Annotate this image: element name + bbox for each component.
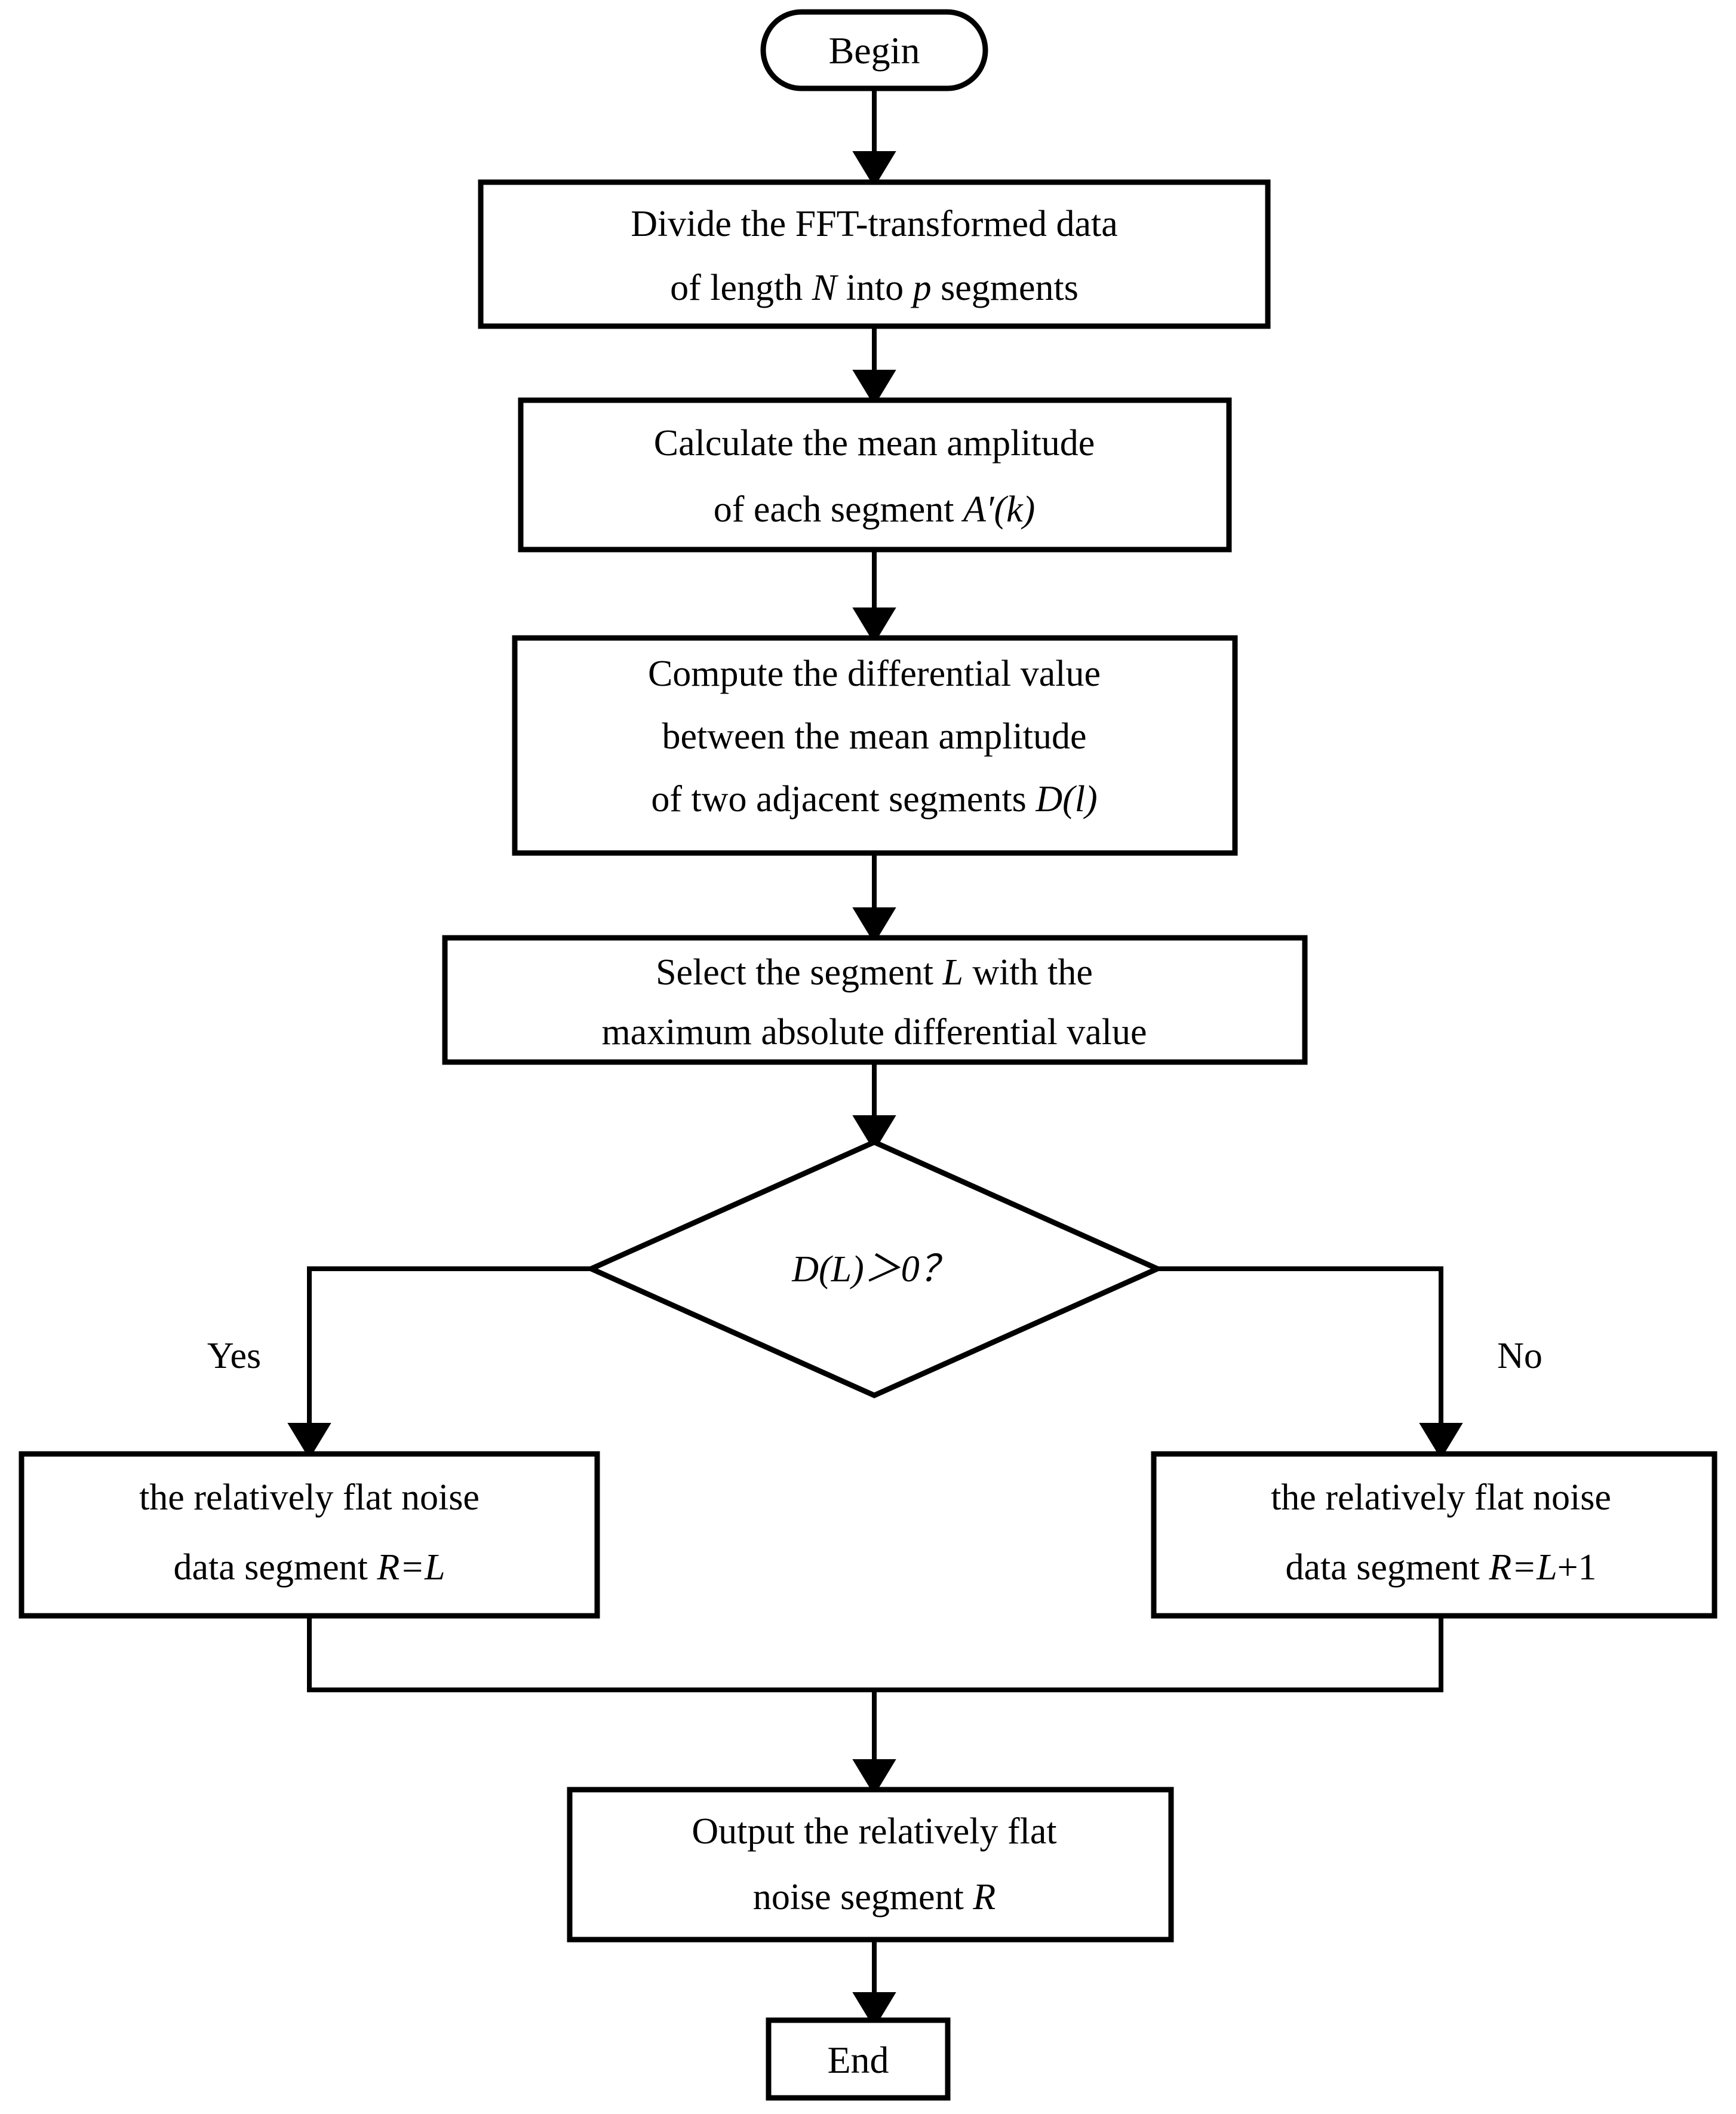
compute-line-2: between the mean amplitude	[662, 716, 1086, 757]
end-terminator-shape	[766, 2017, 951, 2101]
node-yes-branch[interactable]: the relatively flat noise data segment R…	[19, 1451, 600, 1619]
calculate-line-1: Calculate the mean amplitude	[654, 423, 1095, 464]
select-process-shape	[442, 935, 1308, 1065]
yes-branch-line-2: data segment R=L	[173, 1547, 445, 1588]
output-line-2: noise segment R	[753, 1877, 995, 1917]
select-line1-c: with the	[963, 952, 1093, 993]
yes-branch-line2-a: data segment	[173, 1547, 377, 1588]
divide-line-2: of length N into p segments	[670, 268, 1079, 308]
divide-line-1: Divide the FFT-transformed data	[631, 204, 1118, 244]
select-line-1: Select the segment L with the	[656, 952, 1093, 993]
edge-decision-no	[1157, 1266, 1463, 1459]
compute-process-shape	[512, 635, 1238, 856]
no-branch-process-shape	[1151, 1451, 1717, 1619]
node-compute[interactable]: Compute the differential value between t…	[512, 635, 1238, 856]
begin-label: Begin	[829, 29, 920, 72]
no-branch-line2-a: data segment	[1285, 1547, 1489, 1588]
no-branch-line2-b: R=L	[1488, 1547, 1557, 1588]
node-divide[interactable]: Divide the FFT-transformed data of lengt…	[478, 179, 1271, 329]
node-calculate[interactable]: Calculate the mean amplitude of each seg…	[518, 397, 1232, 553]
output-line-1: Output the relatively flat	[692, 1811, 1056, 1852]
edge-label-no: No	[1497, 1336, 1543, 1376]
node-output[interactable]: Output the relatively flat noise segment…	[567, 1787, 1174, 1943]
select-line1-b: L	[942, 952, 963, 993]
no-branch-line2-c: +1	[1557, 1547, 1597, 1588]
divide-line2-c: into	[837, 268, 912, 308]
end-label: End	[827, 2039, 889, 2081]
compute-line-3: of two adjacent segments D(l)	[651, 779, 1097, 820]
decision-diamond-shape	[584, 1139, 1164, 1398]
connectors	[287, 88, 1463, 2029]
select-line1-a: Select the segment	[656, 952, 942, 993]
select-line-2: maximum absolute differential value	[601, 1012, 1147, 1053]
output-line2-a: noise segment	[753, 1877, 973, 1917]
decision-condition-b: ＞0？	[864, 1249, 957, 1290]
no-branch-line-2: data segment R=L+1	[1285, 1547, 1596, 1588]
divide-process-shape	[478, 179, 1271, 329]
output-process-shape	[567, 1787, 1174, 1943]
compute-line3-b: D(l)	[1035, 779, 1097, 820]
node-select[interactable]: Select the segment L with the maximum ab…	[442, 935, 1308, 1065]
yes-branch-line-1: the relatively flat noise	[139, 1477, 480, 1518]
yes-branch-process-shape	[19, 1451, 600, 1619]
decision-condition: D(L)＞0？	[791, 1249, 957, 1290]
calculate-line-2: of each segment A′(k)	[714, 489, 1036, 530]
divide-line2-e: segments	[932, 268, 1079, 308]
node-decision[interactable]: D(L)＞0？	[584, 1139, 1164, 1398]
yes-branch-line2-b: R=L	[376, 1547, 445, 1588]
divide-line2-d: p	[911, 268, 932, 308]
node-begin[interactable]: Begin	[760, 9, 988, 91]
edge-label-yes: Yes	[207, 1336, 261, 1376]
decision-condition-a: D(L)	[791, 1249, 864, 1290]
node-no-branch[interactable]: the relatively flat noise data segment R…	[1151, 1451, 1717, 1619]
compute-line-1: Compute the differential value	[648, 653, 1101, 694]
begin-terminator-shape	[760, 9, 988, 91]
output-line2-b: R	[972, 1877, 995, 1917]
node-end[interactable]: End	[766, 2017, 951, 2101]
edge-decision-yes	[287, 1266, 591, 1459]
divide-line2-a: of length	[670, 268, 812, 308]
calculate-process-shape	[518, 397, 1232, 553]
divide-line2-b: N	[812, 268, 839, 308]
calculate-line2-a: of each segment	[714, 489, 963, 530]
calculate-line2-b: A′(k)	[961, 489, 1035, 530]
no-branch-line-1: the relatively flat noise	[1271, 1477, 1611, 1518]
compute-line3-a: of two adjacent segments	[651, 779, 1036, 820]
